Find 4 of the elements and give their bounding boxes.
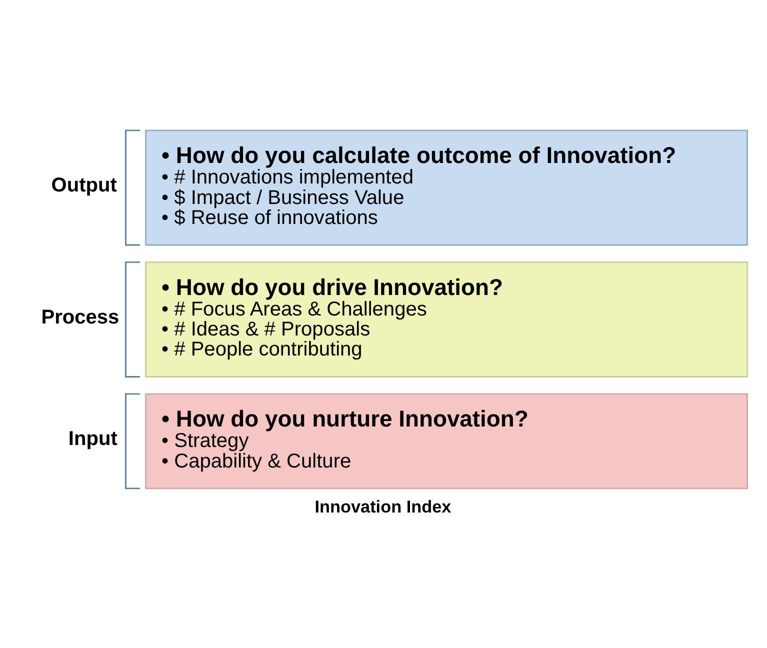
node-label: Process (41, 306, 120, 328)
caption: Innovation Index (314, 496, 452, 516)
node-label: Output (51, 174, 117, 196)
node-label: Input (68, 428, 118, 450)
